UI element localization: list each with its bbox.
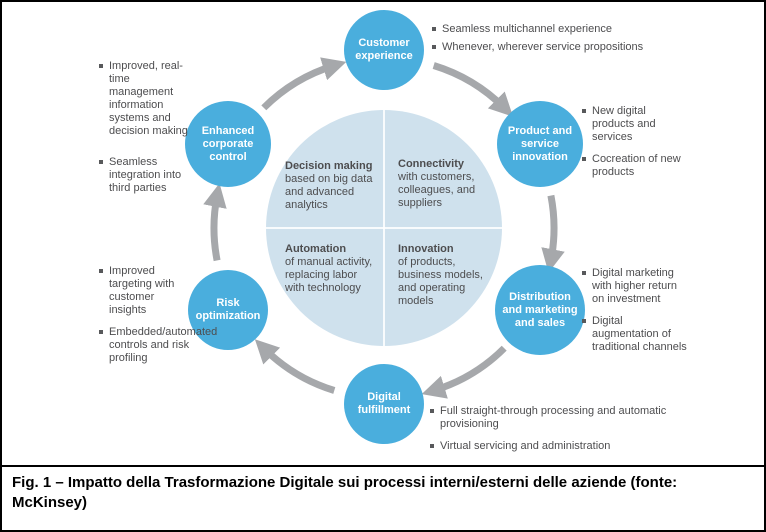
list-item: Improved targeting with customer insight… [99, 265, 194, 317]
cycle-arrow [261, 57, 347, 111]
list-item: Seamless multichannel experience [432, 23, 672, 36]
cycle-arrow [203, 183, 227, 262]
bullet-icon [430, 409, 434, 413]
bullet-icon [99, 160, 103, 164]
annotation-text: Seamless multichannel experience [442, 23, 612, 35]
node-customer-experience: Customer experience [344, 10, 424, 90]
annotation-text: Improved, real-time management informati… [109, 60, 188, 137]
node-product-service-innovation: Product and service innovation [497, 101, 583, 187]
annotation-distribution-marketing-sales: Digital marketing with higher return on … [582, 267, 687, 363]
annotation-text: Seamless integration into third parties [109, 156, 182, 194]
bullet-icon [432, 45, 436, 49]
digital-transformation-diagram: Decision making based on big data and ad… [2, 2, 764, 465]
annotation-text: Whenever, wherever service propositions [442, 41, 644, 53]
annotation-text: Full straight-through processing and aut… [440, 405, 667, 430]
quadrant-title: Connectivity [398, 158, 465, 170]
quadrant-body: based on big data and advanced analytics [285, 173, 373, 211]
bullet-icon [99, 64, 103, 68]
cycle-arrow [254, 339, 336, 394]
list-item: Improved, real-time management informati… [99, 60, 194, 138]
annotation-text: Digital augmentation of traditional chan… [592, 315, 687, 353]
bullet-icon [99, 269, 103, 273]
diagram-canvas [203, 57, 565, 399]
quadrant-automation: Automation of manual activity, replacing… [285, 243, 375, 295]
bullet-icon [582, 109, 586, 113]
annotation-text: Digital marketing with higher return on … [592, 267, 677, 305]
list-item: New digital products and services [582, 105, 682, 144]
list-item: Digital augmentation of traditional chan… [582, 315, 687, 354]
bullet-icon [432, 27, 436, 31]
quadrant-title: Automation [285, 243, 347, 255]
bullet-icon [430, 444, 434, 448]
figure-caption: Fig. 1 – Impatto della Trasformazione Di… [2, 465, 764, 530]
node-digital-fulfillment: Digital fulfillment [344, 364, 424, 444]
quadrant-title: Decision making [285, 160, 373, 172]
node-enhanced-corporate-control: Enhanced corporate control [185, 101, 271, 187]
annotation-text: Embedded/automated controls and risk pro… [109, 326, 218, 364]
list-item: Whenever, wherever service propositions [432, 41, 672, 54]
quadrant-innovation: Innovation of products, business models,… [398, 243, 498, 308]
cycle-arrow [421, 345, 507, 399]
quadrant-body: of products, business models, and operat… [398, 256, 483, 307]
annotation-text: Improved targeting with customer insight… [109, 265, 175, 316]
annotation-risk-optimization: Improved targeting with customer insight… [99, 265, 217, 374]
annotation-text: Cocreation of new products [592, 153, 681, 178]
list-item: Cocreation of new products [582, 153, 682, 179]
quadrant-body: with customers, colleagues, and supplier… [398, 171, 476, 209]
list-item: Digital marketing with higher return on … [582, 267, 687, 306]
bullet-icon [582, 271, 586, 275]
quadrant-connectivity: Connectivity with customers, colleagues,… [398, 158, 498, 210]
quadrant-title: Innovation [398, 243, 454, 255]
list-item: Embedded/automated controls and risk pro… [99, 326, 217, 365]
node-distribution-marketing-sales: Distribution and marketing and sales [495, 265, 585, 355]
cycle-arrow [432, 62, 514, 117]
annotation-product-service-innovation: New digital products and services Cocrea… [582, 105, 682, 188]
annotation-customer-experience: Seamless multichannel experience Wheneve… [432, 23, 672, 59]
quadrant-body: of manual activity, replacing labor with… [285, 256, 373, 294]
annotation-enhanced-corporate-control: Improved, real-time management informati… [99, 60, 194, 213]
cycle-arrow [541, 194, 565, 273]
list-item: Seamless integration into third parties [99, 156, 194, 195]
annotation-text: Virtual servicing and administration [440, 440, 611, 452]
list-item: Full straight-through processing and aut… [430, 405, 680, 431]
bullet-icon [582, 157, 586, 161]
annotation-text: New digital products and services [592, 105, 656, 143]
bullet-icon [582, 319, 586, 323]
node-risk-optimization: Risk optimization [188, 270, 268, 350]
annotation-digital-fulfillment: Full straight-through processing and aut… [430, 405, 680, 462]
bullet-icon [99, 330, 103, 334]
list-item: Virtual servicing and administration [430, 440, 680, 453]
quadrant-decision-making: Decision making based on big data and ad… [285, 160, 375, 212]
